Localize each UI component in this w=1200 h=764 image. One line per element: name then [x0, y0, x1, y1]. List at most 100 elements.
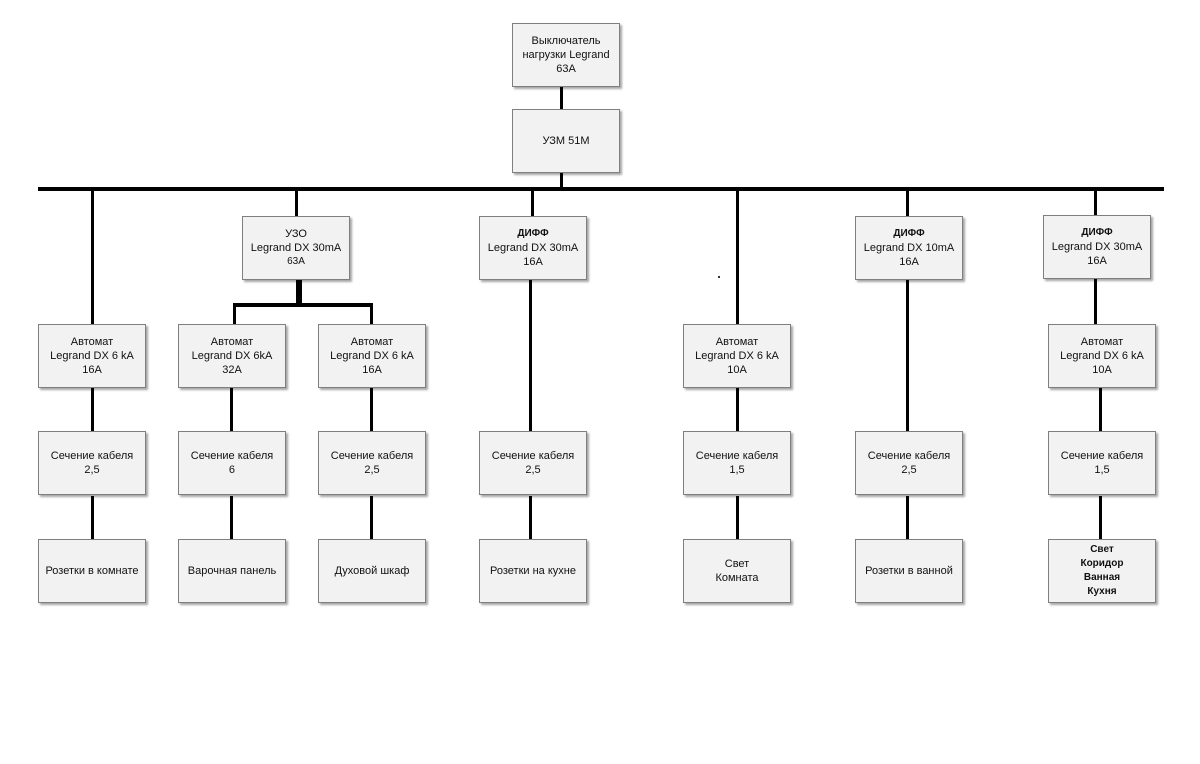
box-text-line: Сечение кабеля — [491, 450, 575, 462]
box-text-line: Автомат — [350, 336, 394, 348]
box-text-line: 6 — [228, 464, 236, 476]
connector — [230, 496, 233, 540]
box-text-line: УЗО — [285, 228, 307, 240]
box-text-line: 16А — [1087, 255, 1107, 267]
box-text-line: 2,5 — [364, 464, 380, 476]
box-text-line: Legrand DX 6kA — [191, 350, 273, 362]
connector — [1094, 279, 1097, 325]
box-text-line: ДИФФ — [517, 228, 549, 239]
connector — [529, 280, 532, 432]
box-text-line: 2,5 — [525, 464, 541, 476]
connector — [296, 280, 302, 306]
box-text-line: Автомат — [210, 336, 254, 348]
connector — [906, 190, 909, 217]
voltage-relay-box: УЗМ 51М — [512, 109, 620, 173]
connector — [736, 388, 739, 432]
connector — [233, 303, 373, 307]
box-text-line: Legrand DX 6 kA — [1060, 350, 1144, 362]
cable-box: Сечение кабеля 2,5 — [479, 431, 587, 495]
connector — [736, 190, 739, 325]
bus-bar — [38, 187, 1164, 191]
load-box: Варочная панель — [178, 539, 286, 603]
box-text-line: Автомат — [70, 336, 114, 348]
box-text-line: Комната — [715, 572, 759, 584]
connector — [233, 303, 236, 325]
box-text-line: Сечение кабеля — [867, 450, 951, 462]
box-text-line: Legrand DX 30mA — [487, 242, 579, 254]
load-box: Розетки на кухне — [479, 539, 587, 603]
box-text-line: Свет — [724, 558, 750, 570]
connector — [370, 496, 373, 540]
box-text-line: Legrand DX 30mA — [250, 242, 342, 254]
box-text-line: Legrand DX 6 kA — [330, 350, 414, 362]
connector — [1094, 190, 1097, 216]
box-text-line: Автомат — [715, 336, 759, 348]
box-text-line: 16А — [82, 364, 102, 376]
box-text-line: УЗМ 51М — [542, 135, 590, 147]
box-text-line: Legrand DX 6 kA — [695, 350, 779, 362]
box-text-line: Коридор — [1080, 558, 1124, 569]
cable-box: Сечение кабеля 2,5 — [318, 431, 426, 495]
connector — [906, 280, 909, 432]
cable-box: Сечение кабеля 2,5 — [38, 431, 146, 495]
connector — [295, 190, 298, 217]
main-switch-box: Выключатель нагрузки Legrand 63А — [512, 23, 620, 87]
box-text-line: нагрузки Legrand — [522, 49, 610, 61]
box-text-line: Ванная — [1083, 572, 1121, 583]
box-text-line: 16А — [362, 364, 382, 376]
box-text-line: Сечение кабеля — [50, 450, 134, 462]
box-text-line: 10А — [727, 364, 747, 376]
box-text-line: 1,5 — [1094, 464, 1110, 476]
box-text-line: Розетки на кухне — [490, 565, 576, 577]
connector — [560, 86, 563, 110]
connector — [560, 172, 563, 188]
box-text-line: Сечение кабеля — [695, 450, 779, 462]
box-text-line: 1,5 — [729, 464, 745, 476]
box-text-line: Автомат — [1080, 336, 1124, 348]
box-text-line: Варочная панель — [187, 565, 277, 577]
box-text-line: Legrand DX 30mA — [1051, 241, 1143, 253]
load-box: Розетки в комнате — [38, 539, 146, 603]
box-text-line: 32А — [222, 364, 242, 376]
connector — [91, 190, 94, 325]
box-text-line: ДИФФ — [1081, 227, 1113, 238]
connector — [91, 496, 94, 540]
box-text-line: 10А — [1092, 364, 1112, 376]
box-text-line: Свет — [1090, 544, 1114, 555]
box-text-line: Выключатель — [531, 35, 601, 47]
box-text-line: Розетки в ванной — [865, 565, 953, 577]
connector — [91, 388, 94, 432]
box-text-line: Сечение кабеля — [330, 450, 414, 462]
box-text-line: 2,5 — [84, 464, 100, 476]
box-text-line: Legrand DX 10mA — [863, 242, 955, 254]
connector — [1099, 496, 1102, 540]
box-text-line: Кухня — [1087, 586, 1117, 597]
box-text-line: ДИФФ — [893, 228, 925, 239]
box-text-line: 63А — [556, 63, 576, 75]
cable-box: Сечение кабеля 1,5 — [683, 431, 791, 495]
box-text-line: Сечение кабеля — [190, 450, 274, 462]
box-text-line: Розетки в комнате — [45, 565, 139, 577]
box-text-line: Духовой шкаф — [334, 565, 410, 577]
diff-breaker-box: ДИФФ Legrand DX 30mA 16А — [1043, 215, 1151, 279]
connector — [529, 496, 532, 540]
stray-dot — [718, 276, 720, 278]
connector — [370, 388, 373, 432]
load-box: Розетки в ванной — [855, 539, 963, 603]
connector — [1099, 388, 1102, 432]
connector — [230, 388, 233, 432]
connector — [370, 303, 373, 325]
